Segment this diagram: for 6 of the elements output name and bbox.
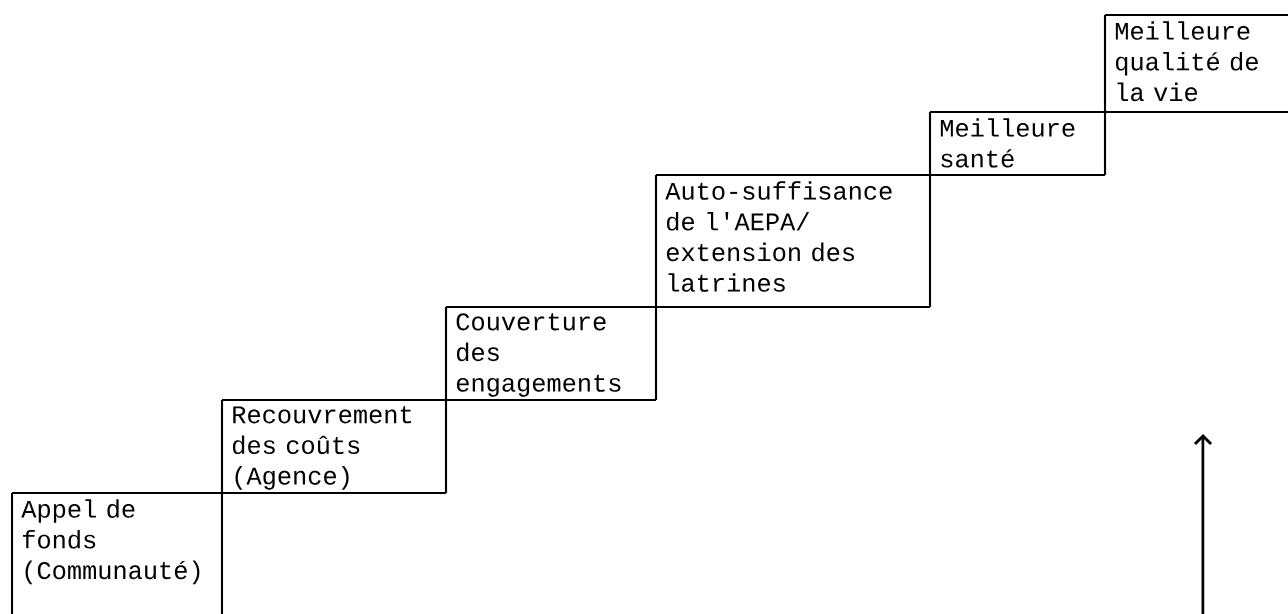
- step-box: Meilleure santé: [928, 110, 1107, 177]
- step-box: Appel de fonds (Communauté): [10, 491, 224, 614]
- step-box: Recouvrement des coûts (Agence): [220, 398, 448, 495]
- step-box: Auto-suffisance de l'AEPA/ extension des latrines: [654, 173, 932, 309]
- step-box: Meilleure qualité de la vie: [1103, 13, 1288, 114]
- step-box: Couverture des engagements: [444, 305, 658, 402]
